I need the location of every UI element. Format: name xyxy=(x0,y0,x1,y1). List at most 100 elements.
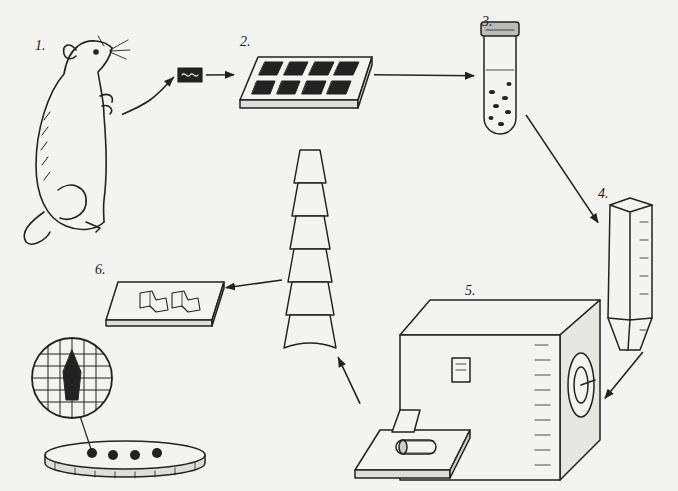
paraffin-block-part xyxy=(640,222,648,330)
magnified-view xyxy=(24,330,120,449)
microtome-part xyxy=(581,380,595,385)
test-tube-part xyxy=(484,36,516,134)
microtome-part xyxy=(452,358,470,382)
cassette-tray-part xyxy=(252,81,275,94)
tissue-sample-part xyxy=(178,68,202,82)
culture-dish-part xyxy=(45,441,205,469)
microtome-part xyxy=(456,364,466,370)
microscope-slide-part xyxy=(106,320,212,326)
section-ribbon-part xyxy=(292,183,328,216)
microtome-part xyxy=(450,430,470,478)
section-ribbon-part xyxy=(294,150,326,183)
cassette-tray-part xyxy=(252,62,359,94)
rat-drawing-part xyxy=(24,212,50,244)
rat-drawing-part xyxy=(64,45,76,59)
test-tube-part xyxy=(489,90,495,94)
section-ribbon-part xyxy=(284,315,336,348)
culture-dish-part xyxy=(87,448,97,458)
test-tube-part xyxy=(493,104,499,108)
microscope-slide-part xyxy=(172,291,200,312)
culture-dish-part xyxy=(87,448,162,460)
rat-drawing-part xyxy=(94,50,98,54)
section-ribbon xyxy=(284,150,336,348)
magnified-view-part xyxy=(80,416,91,449)
tissue-sample-part xyxy=(182,74,198,76)
microtome-part xyxy=(399,440,407,454)
cassette-tray-part xyxy=(302,81,326,94)
rat-drawing xyxy=(24,36,130,244)
cassette-tray-part xyxy=(309,62,334,75)
microtome-part xyxy=(560,300,600,480)
microscope-slide-part xyxy=(106,282,224,320)
microtome-part xyxy=(535,345,550,465)
step-number: 3. xyxy=(482,14,493,30)
microtome-part xyxy=(568,353,594,417)
animal-step: 1. xyxy=(22,38,122,243)
step-number: 6. xyxy=(95,262,106,278)
paraffin-block-part xyxy=(608,198,652,350)
flow-arrow xyxy=(605,352,643,398)
rat-drawing-part xyxy=(98,36,130,59)
cassette-tray-part xyxy=(259,62,283,75)
microscope-slide xyxy=(106,282,224,326)
test-tube-part xyxy=(507,82,512,86)
tissue-sample xyxy=(178,68,202,82)
test-tube-part xyxy=(489,82,512,126)
microscope-slide-part xyxy=(140,291,168,312)
magnified-view-part xyxy=(24,330,120,426)
test-tube-part xyxy=(505,110,511,114)
culture-dish-part xyxy=(108,450,118,460)
embedding-step: 4. xyxy=(598,186,660,352)
microtome-part xyxy=(355,470,450,478)
arrow-head xyxy=(164,77,174,87)
step-number: 1. xyxy=(35,38,46,54)
sectioning-step: 5. xyxy=(360,283,605,483)
test-tube-part xyxy=(489,116,494,120)
flow-arrow xyxy=(226,280,360,404)
test-tube-part xyxy=(502,96,508,100)
section-ribbon-part xyxy=(290,216,330,249)
paraffin-block xyxy=(608,198,652,350)
fixation-step: 3. xyxy=(474,14,526,138)
culture-dish-part xyxy=(130,450,140,460)
flow-arrow xyxy=(122,75,234,115)
flow-arrow xyxy=(374,75,474,76)
step-number: 2. xyxy=(240,34,251,50)
rat-drawing-part xyxy=(41,112,50,180)
cassette-tray-part xyxy=(327,81,351,94)
section-ribbon-part xyxy=(286,282,334,315)
step-number: 4. xyxy=(598,186,609,202)
cassette-step: 2. xyxy=(234,34,374,114)
magnified-view-part xyxy=(63,350,81,400)
rat-drawing-part xyxy=(100,94,112,114)
microscope-slide-part xyxy=(150,292,182,307)
microtome xyxy=(355,300,600,480)
microscope-slide-part xyxy=(212,282,224,326)
paraffin-block-part xyxy=(608,205,652,350)
microtome-part xyxy=(392,410,420,432)
cassette-tray-part xyxy=(240,57,372,100)
rat-drawing-part xyxy=(58,185,100,232)
test-tube-part xyxy=(486,30,514,31)
culture-dish-part xyxy=(152,448,162,458)
test-tube-part xyxy=(498,122,504,126)
section-ribbon-part xyxy=(288,249,332,282)
flow-arrow xyxy=(526,115,598,223)
cassette-tray-part xyxy=(240,100,358,108)
test-tube-part xyxy=(486,70,514,71)
cassette-tray-part xyxy=(284,62,308,75)
cassette-tray-part xyxy=(277,81,300,94)
cassette-tray-part xyxy=(358,57,372,108)
microtome-part xyxy=(396,440,436,454)
microtome-part xyxy=(404,441,434,453)
cassette-tray xyxy=(240,57,372,108)
culture-dish xyxy=(45,441,205,478)
slide-step: 6. xyxy=(90,262,226,332)
rat-drawing-part xyxy=(98,48,112,222)
step-number: 5. xyxy=(465,283,476,299)
rat-drawing-part xyxy=(36,41,112,230)
